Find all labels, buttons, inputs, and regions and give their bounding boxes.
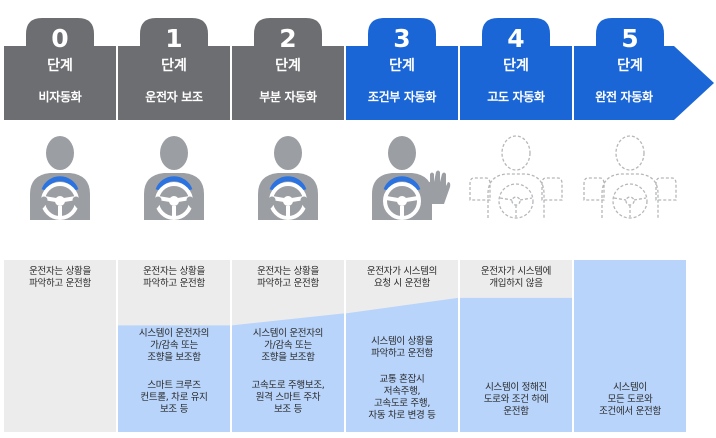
stage-name: 운전자 보조 <box>145 90 203 104</box>
stage-name: 부분 자동화 <box>259 90 317 104</box>
stage-number: 2 <box>279 24 297 53</box>
system-responsibility-area <box>460 297 572 432</box>
stage-name: 조건부 자동화 <box>367 90 437 104</box>
stage-unit: 단계 <box>47 58 73 74</box>
stage-unit: 단계 <box>161 58 187 74</box>
stage-bar <box>460 46 572 120</box>
stage-bar <box>232 46 344 120</box>
stage-unit: 단계 <box>389 58 415 74</box>
driver-dashed-outline-icon <box>460 128 572 228</box>
stage-bar <box>346 46 458 120</box>
system-responsibility-area <box>118 325 230 432</box>
system-role-text: 시스템이 모든 도로와 조건에서 운전함 <box>599 382 661 417</box>
system-example-text: 고속도로 주행보조, 원격 스마트 주차 보조 등 <box>251 380 325 415</box>
driver-role-text: 운전자는 상황을 파악하고 운전함 <box>29 266 91 289</box>
stage-number: 5 <box>621 24 639 53</box>
stage-number: 4 <box>507 24 525 53</box>
driver-one-hand-raised-icon <box>346 128 458 228</box>
driver-dashed-outline-icon <box>574 128 686 228</box>
stage-unit: 단계 <box>503 58 529 74</box>
driver-both-hands-solid-icon <box>118 128 230 228</box>
stage-responsibility-0: 운전자는 상황을 파악하고 운전함 <box>4 260 116 432</box>
stage-arrow <box>574 46 714 120</box>
system-example-text: 스마트 크루즈 컨트롤, 차로 유지 보조 등 <box>140 380 208 415</box>
system-role-text: 시스템이 운전자의 가/감속 또는 조향을 보조함 <box>138 328 210 363</box>
stage-bar <box>118 46 230 120</box>
driver-role-text: 운전자가 시스템에 개입하지 않음 <box>480 266 552 289</box>
system-example-text: 교통 혼잡시 저속주행, 고속도로 주행, 자동 차로 변경 등 <box>368 374 436 421</box>
system-responsibility-area <box>574 260 686 432</box>
driver-role-text: 운전자가 시스템의 요청 시 운전함 <box>366 266 438 289</box>
stage-responsibility-5: 시스템이 모든 도로와 조건에서 운전함 <box>574 260 686 432</box>
stage-name: 완전 자동화 <box>595 90 653 104</box>
system-role-text: 시스템이 운전자의 가/감속 또는 조향을 보조함 <box>252 328 324 363</box>
stage-number: 3 <box>393 24 411 53</box>
stage-name: 고도 자동화 <box>487 90 545 104</box>
stage-number: 0 <box>51 24 69 53</box>
stage-bar <box>4 46 116 120</box>
stage-unit: 단계 <box>617 58 643 74</box>
driver-role-text: 운전자는 상황을 파악하고 운전함 <box>257 266 319 289</box>
stage-banner <box>4 18 714 120</box>
driver-both-hands-solid-icon <box>4 128 116 228</box>
system-responsibility-area <box>232 313 344 432</box>
system-role-text: 시스템이 정해진 도로와 조건 하에 운전함 <box>483 382 549 417</box>
stage-number: 1 <box>165 24 183 53</box>
driver-both-hands-solid-icon <box>232 128 344 228</box>
driver-role-text: 운전자는 상황을 파악하고 운전함 <box>143 266 205 289</box>
stage-unit: 단계 <box>275 58 301 74</box>
stage-name: 비자동화 <box>38 90 82 104</box>
system-responsibility-area <box>346 297 458 432</box>
system-role-text: 시스템이 상황을 파악하고 운전함 <box>371 336 433 359</box>
